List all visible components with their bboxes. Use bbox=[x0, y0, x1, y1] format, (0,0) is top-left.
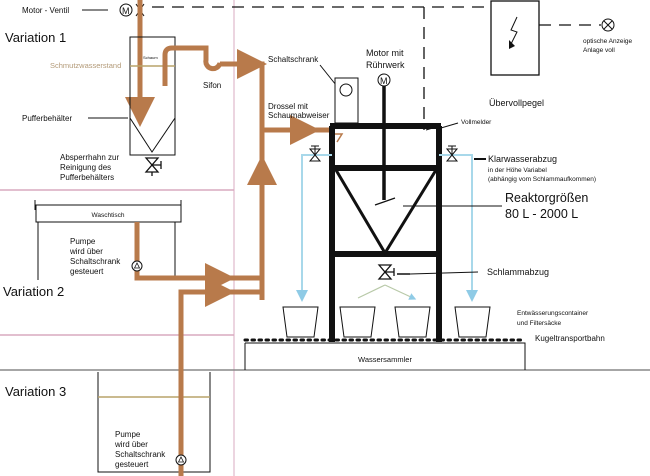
overflow-pipe bbox=[162, 45, 265, 130]
sludge-label: Schlammabzug bbox=[487, 267, 549, 277]
variation-3-title: Variation 3 bbox=[5, 384, 66, 399]
shutoff-valve-icon bbox=[144, 157, 162, 176]
containers-label: Entwässerungscontainer bbox=[517, 310, 589, 317]
lightning-icon bbox=[510, 16, 518, 45]
reactor-sizes-label: 80 L - 2000 L bbox=[505, 207, 578, 221]
sludge-valve-icon bbox=[377, 264, 395, 280]
pump-icon bbox=[131, 260, 143, 272]
motor-label: Rührwerk bbox=[366, 60, 405, 70]
reactor-sizes-label: Reaktorgrößen bbox=[505, 191, 588, 205]
clear-water-pipe-right bbox=[439, 154, 478, 302]
containers-label: und Filtersäcke bbox=[517, 320, 561, 327]
sink-pipe bbox=[134, 222, 262, 281]
pump-label: Schaltschrank bbox=[115, 450, 166, 459]
conveyor-label: Kugeltransportbahn bbox=[535, 334, 605, 343]
tank-pipe bbox=[178, 289, 262, 476]
motor-label: Motor mit bbox=[366, 48, 404, 58]
clear-water-note: in der Höhe Variabel bbox=[488, 167, 547, 174]
foam-deflector bbox=[335, 133, 344, 143]
control-cabinet bbox=[334, 77, 359, 124]
motor-icon bbox=[119, 3, 133, 17]
variation-2-title: Variation 2 bbox=[3, 284, 64, 299]
pump-label: gesteuert bbox=[70, 267, 104, 276]
shutoff-label: Reinigung des bbox=[60, 163, 111, 172]
water-collector bbox=[244, 342, 526, 370]
valve-icon bbox=[308, 145, 322, 162]
pump-label: wird über bbox=[69, 247, 103, 256]
pump-label: wird über bbox=[114, 440, 148, 449]
buffer-tank bbox=[129, 36, 176, 156]
pump-label: Pumpe bbox=[115, 430, 141, 439]
full-sensor-label: Vollmelder bbox=[461, 119, 492, 126]
variation-3: Variation 3 Pumpe wird über Schaltschran… bbox=[5, 277, 262, 476]
throttle-label: Schaumabweiser bbox=[268, 111, 330, 120]
variation-2: Variation 2 Waschtisch Pumpe wird über S… bbox=[3, 200, 262, 299]
throttle-label: Drossel mit bbox=[268, 102, 309, 111]
pump-icon bbox=[175, 454, 187, 466]
variation-1: Variation 1 Motor - Ventil M Schaum Schm… bbox=[5, 0, 491, 182]
valve-icon bbox=[445, 145, 459, 162]
overflow-level-label: Übervollpegel bbox=[489, 98, 544, 108]
pump-label: Pumpe bbox=[70, 237, 96, 246]
alarm-unit: optische Anzeige Anlage voll bbox=[490, 0, 633, 76]
water-collector-label: Wassersammler bbox=[358, 355, 412, 364]
indicator-label: Anlage voll bbox=[583, 47, 615, 54]
variation-1-title: Variation 1 bbox=[5, 30, 66, 45]
foam-label: Schaum bbox=[143, 55, 158, 60]
sink bbox=[35, 204, 182, 223]
clear-water-label: Klarwasserabzug bbox=[488, 154, 557, 164]
buffer-label: Pufferbehälter bbox=[22, 114, 72, 123]
svg-text:M: M bbox=[380, 76, 388, 86]
control-cabinet-label: Schaltschrank bbox=[268, 55, 319, 64]
sink-label: Waschtisch bbox=[92, 212, 125, 219]
sifon-label: Sifon bbox=[203, 81, 221, 90]
clear-water-pipe-left bbox=[296, 154, 332, 302]
pump-label: gesteuert bbox=[115, 460, 149, 469]
water-level-label: Schmutzwasserstand bbox=[50, 61, 121, 70]
clear-water-note: (abhängig vom Schlammaufkommen) bbox=[488, 176, 596, 183]
motor-valve-label: Motor - Ventil bbox=[22, 6, 69, 15]
indicator-label: optische Anzeige bbox=[583, 38, 633, 45]
shutoff-label: Absperrhahn zur bbox=[60, 153, 119, 162]
shutoff-label: Pufferbehälters bbox=[60, 173, 114, 182]
svg-text:M: M bbox=[122, 6, 130, 16]
pump-label: Schaltschrank bbox=[70, 257, 121, 266]
reactor: Schaltschrank Motor mit Rührwerk M Überv… bbox=[243, 7, 605, 370]
dewatering-containers bbox=[282, 306, 491, 338]
